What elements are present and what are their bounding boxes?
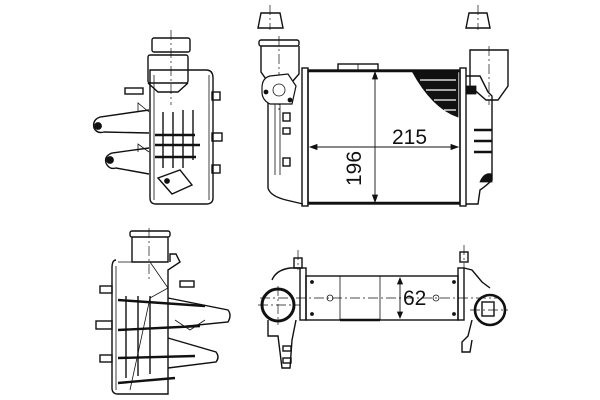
- dimension-depth-label: 62: [403, 287, 427, 310]
- dimension-width-label: 215: [392, 126, 428, 149]
